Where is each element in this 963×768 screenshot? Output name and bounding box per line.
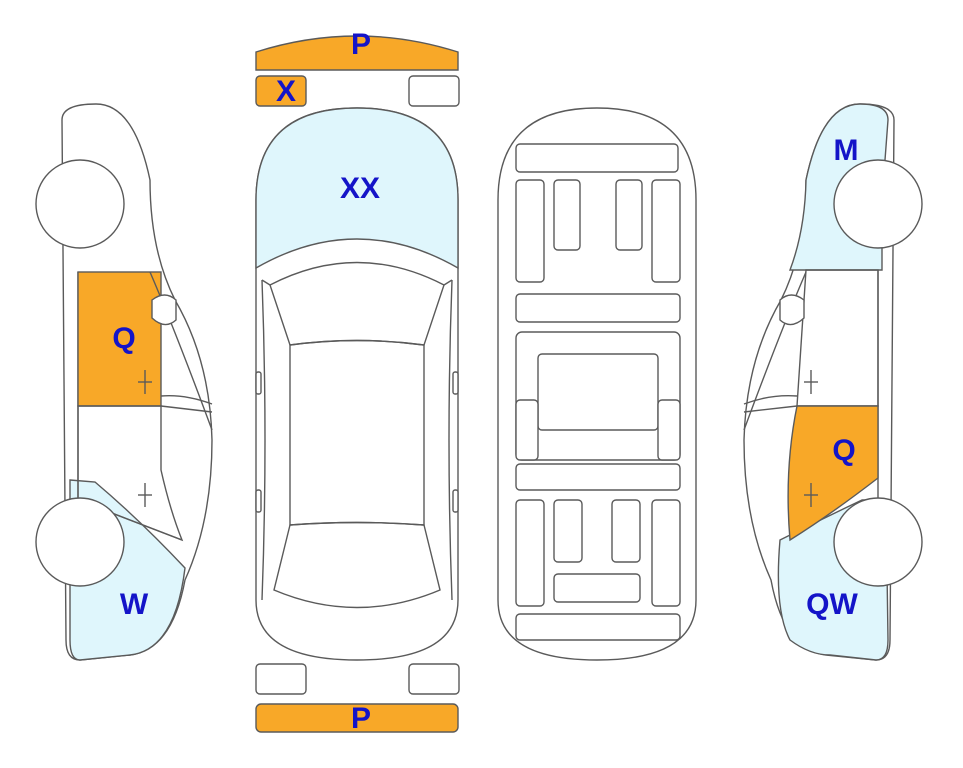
hood-part[interactable] bbox=[255, 107, 459, 270]
left-rear-door-label: Q bbox=[112, 322, 135, 355]
right-rear-quarter-label: M bbox=[834, 134, 859, 167]
front-bumper-label: P bbox=[351, 28, 371, 61]
left-front-fender-label: W bbox=[120, 588, 149, 621]
right-front-fender-label: QW bbox=[806, 588, 858, 621]
left-rear-wheel[interactable] bbox=[35, 159, 125, 249]
left-rear-door-part[interactable] bbox=[77, 271, 162, 407]
front-bumper-part[interactable] bbox=[255, 35, 459, 71]
left-front-wheel[interactable] bbox=[35, 497, 125, 587]
front-left-lamp-label: X bbox=[276, 75, 296, 108]
rear-glass-part[interactable] bbox=[273, 521, 441, 609]
rear-left-lamp-part[interactable] bbox=[255, 663, 307, 695]
rear-bumper-label: P bbox=[351, 702, 371, 735]
rear-right-lamp-part[interactable] bbox=[408, 663, 460, 695]
underbody-view bbox=[497, 107, 697, 661]
right-front-wheel[interactable] bbox=[833, 497, 923, 587]
front-right-lamp-part[interactable] bbox=[408, 75, 460, 107]
left-side-view: W Q bbox=[35, 103, 213, 661]
top-view: P X XX P bbox=[255, 28, 460, 735]
front-left-lamp-part[interactable] bbox=[255, 75, 307, 107]
rear-bumper-part[interactable] bbox=[255, 703, 459, 733]
right-front-door-label: Q bbox=[832, 434, 855, 467]
hood-label: XX bbox=[340, 172, 380, 205]
right-side-view: M QW Q bbox=[743, 103, 923, 661]
right-rear-wheel[interactable] bbox=[833, 159, 923, 249]
